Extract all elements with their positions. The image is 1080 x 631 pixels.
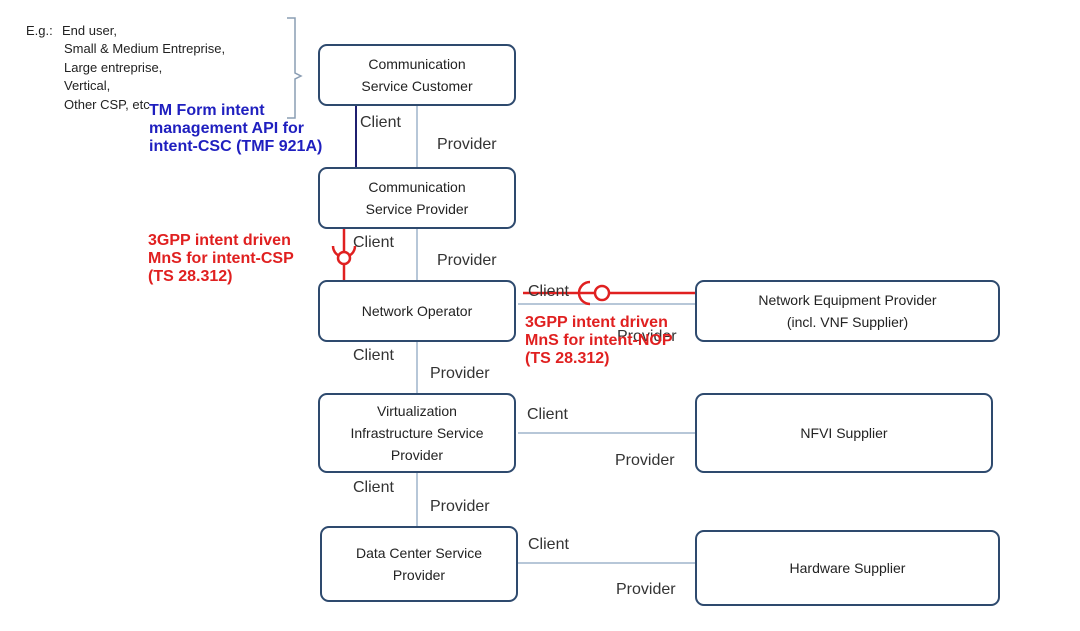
provider-label: Provider — [430, 498, 490, 515]
box-label-line: Network Operator — [361, 303, 473, 319]
annotation-line: 3GPP intent driven — [525, 314, 668, 331]
client-label: Client — [353, 479, 394, 496]
box-label-line: Service Provider — [365, 201, 469, 217]
box-label-line: Data Center Service — [355, 545, 483, 561]
provider-label: Provider — [615, 452, 675, 469]
box-label-line: NFVI Supplier — [800, 425, 888, 441]
box-label-line: Hardware Supplier — [789, 560, 906, 576]
box-label-line: Communication — [368, 56, 466, 72]
annotation-line: MnS for intent-NOP — [525, 332, 673, 349]
client-label: Client — [353, 234, 394, 251]
annotation-line: MnS for intent-CSP — [148, 250, 294, 267]
box-label-line: Communication — [368, 179, 466, 195]
box-label-line: Infrastructure Service — [350, 425, 484, 441]
box-label-line: Provider — [392, 567, 446, 583]
csp-mns-annotation: 3GPP intent driven MnS for intent-CSP (T… — [148, 232, 294, 286]
client-label: Client — [353, 347, 394, 364]
client-label: Client — [528, 536, 569, 553]
annotation-line: management API for — [149, 120, 304, 137]
client-label: Client — [527, 406, 568, 423]
provider-label: Provider — [616, 581, 676, 598]
annotation-line: (TS 28.312) — [525, 350, 610, 367]
annotation-line: intent-CSC (TMF 921A) — [149, 138, 323, 155]
example-vertical: Vertical, — [64, 78, 111, 93]
example-end-user: End user, — [62, 23, 117, 38]
nop-mns-annotation: 3GPP intent driven MnS for intent-NOP (T… — [525, 314, 673, 368]
provider-label: Provider — [437, 136, 497, 153]
annotation-line: 3GPP intent driven — [148, 232, 291, 249]
example-sme: Small & Medium Entreprise, — [64, 41, 226, 56]
box-network-equipment-provider: Network Equipment Provider (incl. VNF Su… — [695, 280, 1000, 342]
examples-prefix: E.g.: — [26, 23, 53, 38]
example-other-csp: Other CSP, etc — [64, 97, 150, 112]
client-label: Client — [360, 114, 401, 131]
tmf-intent-api-annotation: TM Form intent management API for intent… — [149, 102, 322, 156]
annotation-line: TM Form intent — [149, 102, 265, 119]
examples-bracket — [287, 17, 303, 119]
box-nfvi-supplier: NFVI Supplier — [695, 393, 993, 473]
box-network-operator: Network Operator — [318, 280, 516, 342]
box-hardware-supplier: Hardware Supplier — [695, 530, 1000, 606]
box-communication-service-customer: Communication Service Customer — [318, 44, 516, 106]
provider-label: Provider — [617, 328, 677, 345]
box-communication-service-provider: Communication Service Provider — [318, 167, 516, 229]
box-label-line: Service Customer — [361, 78, 473, 94]
box-label-line: Provider — [390, 447, 444, 463]
box-data-center-service-provider: Data Center Service Provider — [320, 526, 518, 602]
example-large-enterprise: Large entreprise, — [64, 60, 163, 75]
box-label-line: Network Equipment Provider — [758, 292, 937, 308]
box-label-line: Virtualization — [377, 403, 457, 419]
nop-mns-interface-icon — [523, 280, 695, 306]
box-virtualization-infrastructure-service-provider: Virtualization Infrastructure Service Pr… — [318, 393, 516, 473]
client-label: Client — [528, 283, 569, 300]
provider-label: Provider — [430, 365, 490, 382]
annotation-line: (TS 28.312) — [148, 268, 233, 285]
provider-label: Provider — [437, 252, 497, 269]
box-label-line: (incl. VNF Supplier) — [786, 314, 909, 330]
csp-mns-interface-icon — [331, 229, 357, 282]
